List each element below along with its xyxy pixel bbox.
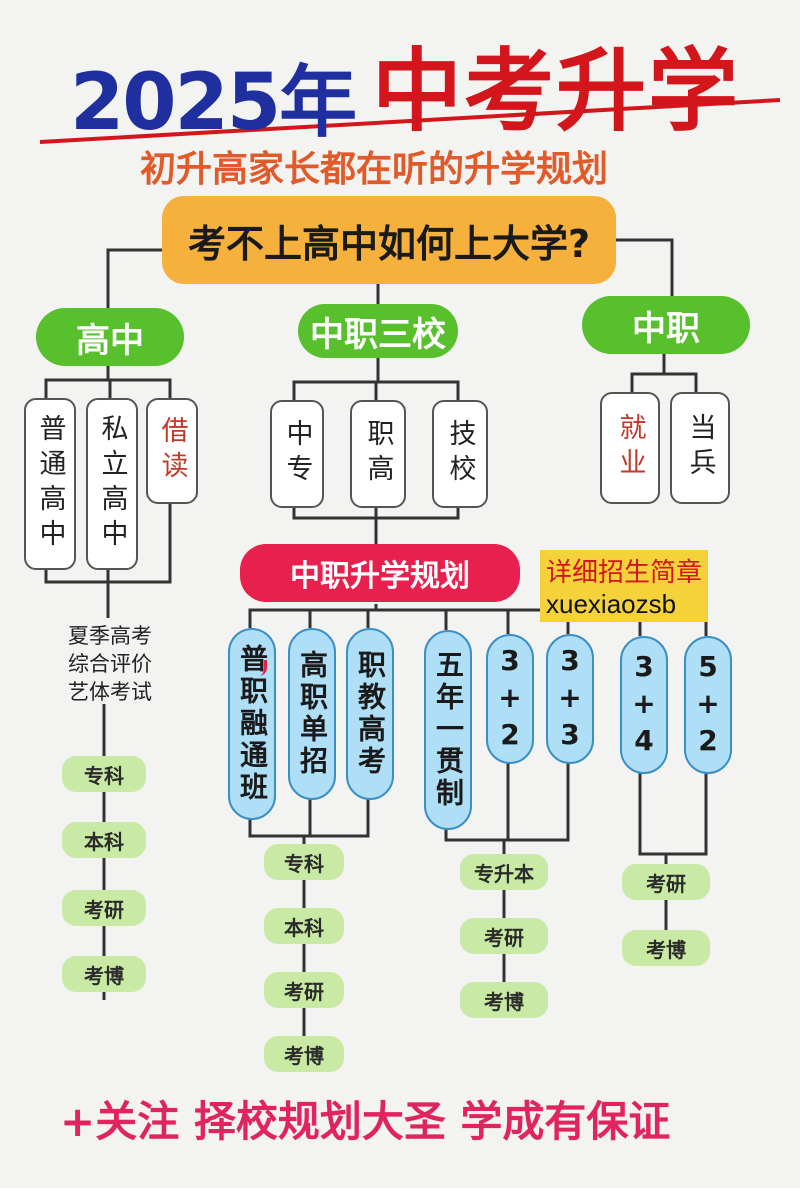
exam-type: 综合评价 [68,652,152,676]
footer-slogan: +关注 择校规划大圣 学成有保证 [60,1097,671,1146]
program-5-plus-2: 5+2 [684,636,732,774]
category-gaozhong: 高中 [36,308,184,366]
gaozhong-outcome: 考博 [62,956,146,992]
title-main: 中考升学 [372,39,740,144]
gaozhong-outcome: 考研 [62,890,146,926]
exam-type: 艺体考试 [68,680,152,704]
group2-outcome: 专升本 [460,854,548,890]
exam-type: 夏季高考 [68,624,152,648]
notice-line2: xuexiaozsb [546,589,677,619]
box-jiedu: 借读 [146,398,198,504]
exam-types: 夏季高考 综合评价 艺体考试 [60,622,160,706]
box-zhongzhuan: 中专 [270,400,324,508]
program-gaozhi-danzhao: 高职单招 [288,628,336,800]
notice-line1: 详细招生简章 [546,558,703,588]
box-dangbing: 当兵 [670,392,730,504]
group3-outcome: 考研 [622,864,710,900]
program-3-plus-3: 3+3 [546,634,594,764]
subtitle: 初升高家长都在听的升学规划 [140,149,609,190]
gaozhong-outcome: 专科 [62,756,146,792]
box-zhigao: 职高 [350,400,406,508]
question-banner: 考不上高中如何上大学? [162,196,616,284]
red-mark [256,660,267,676]
group1-outcome: 考博 [264,1036,344,1072]
program-3-plus-2: 3+2 [486,634,534,764]
group2-outcome: 考研 [460,918,548,954]
group3-outcome: 考博 [622,930,710,966]
group2-outcome: 考博 [460,982,548,1018]
notice-tag: 详细招生简章 xuexiaozsb [540,550,709,622]
category-zhongzhi: 中职 [582,296,750,354]
group1-outcome: 考研 [264,972,344,1008]
gaozhong-outcome: 本科 [62,822,146,858]
group1-outcome: 本科 [264,908,344,944]
program-puzhi-rongtong: 普职融通班 [228,628,276,820]
planning-banner: 中职升学规划 [240,544,520,602]
group1-outcome: 专科 [264,844,344,880]
title-year: 2025年 [70,58,357,148]
box-putong-gaozhong: 普通高中 [24,398,76,570]
box-jiuye: 就业 [600,392,660,504]
box-jixiao: 技校 [432,400,488,508]
program-wunian-yiguan: 五年一贯制 [424,630,472,830]
category-zhongzhi-three: 中职三校 [298,304,458,358]
program-3-plus-4: 3+4 [620,636,668,774]
box-sili-gaozhong: 私立高中 [86,398,138,570]
program-zhijiao-gaokao: 职教高考 [346,628,394,800]
